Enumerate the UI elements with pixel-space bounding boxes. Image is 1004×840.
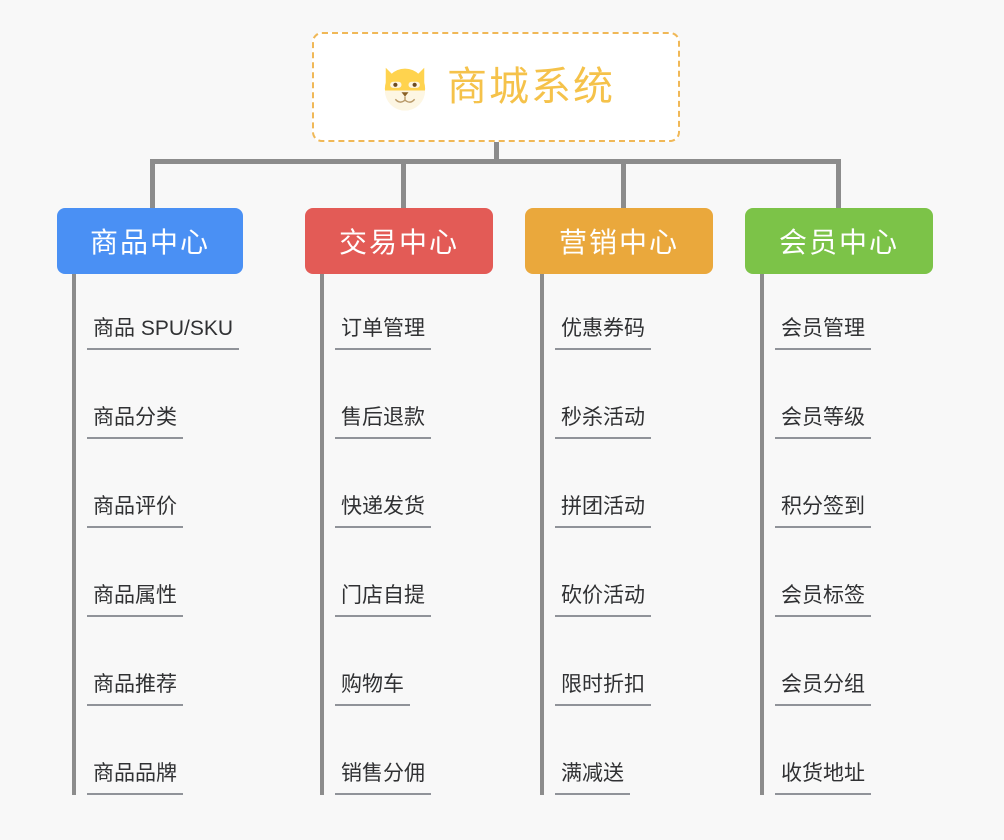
branch-bus-connector [150,159,840,164]
branch-drop-connector-product-center [150,159,155,209]
leaf-item[interactable]: 门店自提 [335,577,431,617]
leaf-item[interactable]: 订单管理 [335,310,431,350]
branch-drop-connector-trade-center [401,159,406,209]
category-box-member-center[interactable]: 会员中心 [745,208,933,274]
leaf-item[interactable]: 会员等级 [775,399,871,439]
leaf-item[interactable]: 商品品牌 [87,755,183,795]
branch-trunk-connector-product-center [72,274,76,795]
leaf-item-label: 满减送 [555,759,630,795]
leaf-item[interactable]: 商品 SPU/SKU [87,310,240,350]
root-node[interactable]: 商城系统 [312,32,680,142]
leaf-item-label: 积分签到 [775,492,871,528]
leaf-item-label: 会员分组 [775,670,871,706]
leaf-item[interactable]: 拼团活动 [555,488,651,528]
leaf-item-label: 砍价活动 [555,581,651,617]
branch-trunk-connector-trade-center [320,274,324,795]
branch-trunk-connector-member-center [760,274,764,795]
leaf-item-label: 会员管理 [775,314,871,350]
leaf-item-label: 订单管理 [335,314,431,350]
category-label-member-center: 会员中心 [778,227,899,258]
leaf-item-label: 商品评价 [87,492,183,528]
leaf-item-label: 会员等级 [775,403,871,439]
leaf-item[interactable]: 会员标签 [775,577,871,617]
category-label-marketing-center: 营销中心 [558,227,679,258]
leaf-item-label: 快递发货 [335,492,431,528]
leaf-item-label: 商品属性 [87,581,183,617]
leaf-item-label: 门店自提 [335,581,431,617]
leaf-item[interactable]: 收货地址 [775,755,871,795]
leaf-item-label: 购物车 [335,670,410,706]
leaf-item-label: 销售分佣 [335,759,431,795]
leaf-item-label: 商品分类 [87,403,183,439]
category-box-product-center[interactable]: 商品中心 [57,208,243,274]
root-stem-connector [494,142,499,164]
category-box-trade-center[interactable]: 交易中心 [305,208,493,274]
branch-drop-connector-marketing-center [621,159,626,209]
leaf-item[interactable]: 售后退款 [335,399,431,439]
leaf-item[interactable]: 商品推荐 [87,666,183,706]
leaf-item[interactable]: 商品评价 [87,488,183,528]
leaf-item[interactable]: 商品属性 [87,577,183,617]
leaf-item[interactable]: 销售分佣 [335,755,431,795]
leaf-item[interactable]: 满减送 [555,755,630,795]
branch-trunk-connector-marketing-center [540,274,544,795]
leaf-item[interactable]: 积分签到 [775,488,871,528]
leaf-item[interactable]: 快递发货 [335,488,431,528]
leaf-item[interactable]: 砍价活动 [555,577,651,617]
root-title: 商城系统 [447,65,615,109]
leaf-item-label: 拼团活动 [555,492,651,528]
leaf-item[interactable]: 购物车 [335,666,410,706]
category-box-marketing-center[interactable]: 营销中心 [525,208,713,274]
leaf-item[interactable]: 限时折扣 [555,666,651,706]
leaf-item-label: 秒杀活动 [555,403,651,439]
leaf-item-label: 售后退款 [335,403,431,439]
category-label-trade-center: 交易中心 [338,227,459,258]
leaf-item[interactable]: 秒杀活动 [555,399,651,439]
leaf-item-label: 优惠券码 [555,314,651,350]
leaf-item[interactable]: 商品分类 [87,399,183,439]
category-label-product-center: 商品中心 [89,227,210,258]
leaf-item-label: 商品推荐 [87,670,183,706]
branch-drop-connector-member-center [836,159,841,209]
shiba-dog-icon [384,67,426,111]
leaf-item-label: 商品品牌 [87,759,183,795]
leaf-item[interactable]: 会员分组 [775,666,871,706]
leaf-item-label: 限时折扣 [555,670,651,706]
leaf-item-label: 会员标签 [775,581,871,617]
leaf-item[interactable]: 会员管理 [775,310,871,350]
leaf-item[interactable]: 优惠券码 [555,310,651,350]
leaf-item-label: 商品 SPU/SKU [87,314,240,350]
leaf-item-label: 收货地址 [775,759,871,795]
